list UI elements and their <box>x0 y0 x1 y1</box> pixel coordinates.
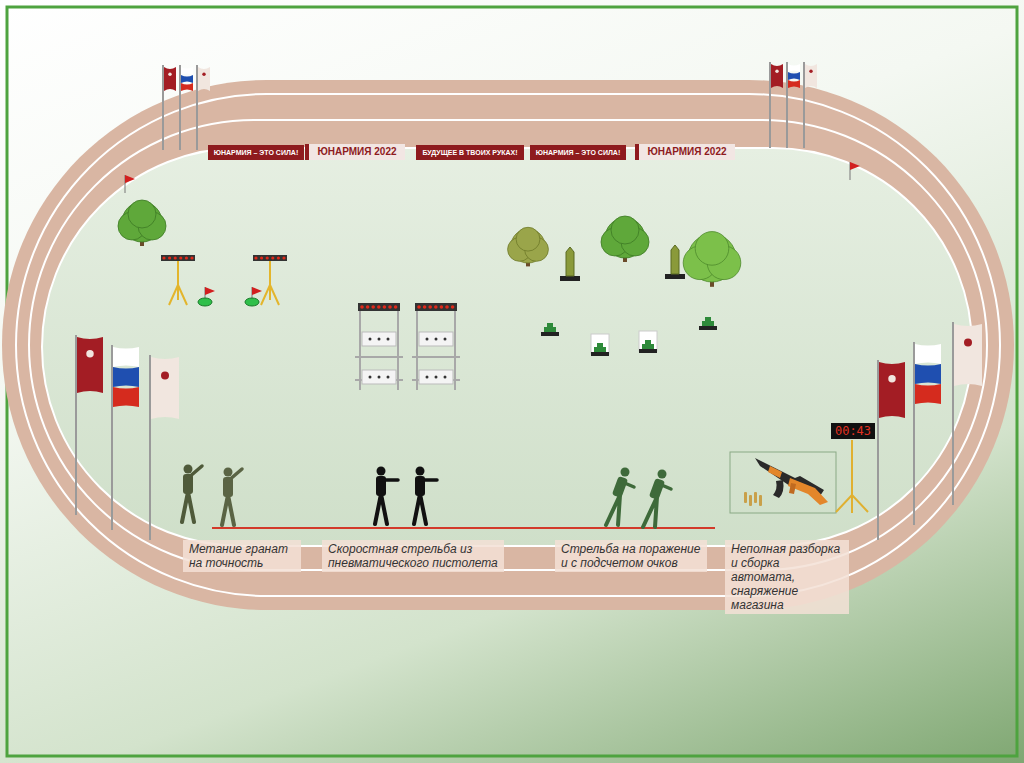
lane-line <box>16 94 1000 596</box>
flag <box>770 62 783 148</box>
flag <box>804 62 817 148</box>
station-label: Неполная разборка и сборка автомата, сна… <box>725 540 849 614</box>
flag <box>787 62 800 148</box>
grenade-target-stand <box>253 255 287 305</box>
banner: ЮНАРМИЯ – ЭТО СИЛА! <box>208 145 304 160</box>
marker-flag <box>850 162 860 180</box>
banner: БУДУЩЕЕ В ТВОИХ РУКАХ! <box>416 145 523 160</box>
flag <box>180 65 193 150</box>
flag <box>76 335 103 515</box>
cadet-figure <box>643 470 671 528</box>
flag <box>197 65 210 150</box>
station-text: Скоростная стрельба из пневматического п… <box>328 542 498 570</box>
shooting-target <box>699 317 717 330</box>
banner: ЮНАРМИЯ 2022 <box>635 144 734 160</box>
cadet-figure <box>414 467 437 525</box>
rifle-picture <box>744 458 828 506</box>
camo-target <box>665 245 685 279</box>
scene-objects <box>76 62 982 540</box>
tree <box>601 216 649 262</box>
grenade-target-pad <box>198 298 212 306</box>
timer-display-text: 00:43 <box>835 424 871 438</box>
tree <box>118 200 166 246</box>
banner-text: БУДУЩЕЕ В ТВОИХ РУКАХ! <box>422 148 517 157</box>
banner-text: ЮНАРМИЯ – ЭТО СИЛА! <box>536 148 620 157</box>
cadet-figure <box>606 468 634 526</box>
station-label: Скоростная стрельба из пневматического п… <box>322 540 504 572</box>
lane-line <box>29 120 987 570</box>
flag <box>112 345 139 530</box>
timer-tripod <box>836 440 868 513</box>
timer-display: 00:43 <box>831 423 875 439</box>
weapon-frame <box>730 452 836 513</box>
banner-text: ЮНАРМИЯ 2022 <box>647 147 726 157</box>
station-label: Стрельба на поражение и с подсчетом очко… <box>555 540 707 572</box>
station-text: Неполная разборка и сборка автомата, сна… <box>731 542 843 612</box>
flag <box>878 360 905 540</box>
station-text: Метание гранат на точность <box>189 542 295 570</box>
running-track <box>2 80 1014 610</box>
cadet-figure <box>182 465 202 523</box>
flag <box>150 355 179 540</box>
shooting-target <box>591 334 609 356</box>
flag <box>953 322 982 505</box>
marker-flag <box>125 175 135 193</box>
cadet-figure <box>222 468 242 526</box>
camo-target <box>560 247 580 281</box>
shooting-target <box>639 331 657 353</box>
tree <box>508 227 549 266</box>
pistol-target-frame <box>412 303 460 390</box>
banner-text: ЮНАРМИЯ – ЭТО СИЛА! <box>214 148 298 157</box>
cadet-figure <box>375 467 398 525</box>
pistol-target-frame <box>355 303 403 390</box>
station-text: Стрельба на поражение и с подсчетом очко… <box>561 542 701 570</box>
flag <box>914 342 941 525</box>
tree <box>683 232 741 287</box>
field <box>42 148 972 546</box>
station-label: Метание гранат на точность <box>183 540 301 572</box>
banner-text: ЮНАРМИЯ 2022 <box>317 147 396 157</box>
grenade-target-stand <box>161 255 195 305</box>
grenade-target-pad <box>245 298 259 306</box>
flag <box>163 65 176 150</box>
shooting-target <box>541 323 559 336</box>
banner: ЮНАРМИЯ – ЭТО СИЛА! <box>530 145 626 160</box>
banner: ЮНАРМИЯ 2022 <box>305 144 404 160</box>
firing-line <box>212 527 715 529</box>
